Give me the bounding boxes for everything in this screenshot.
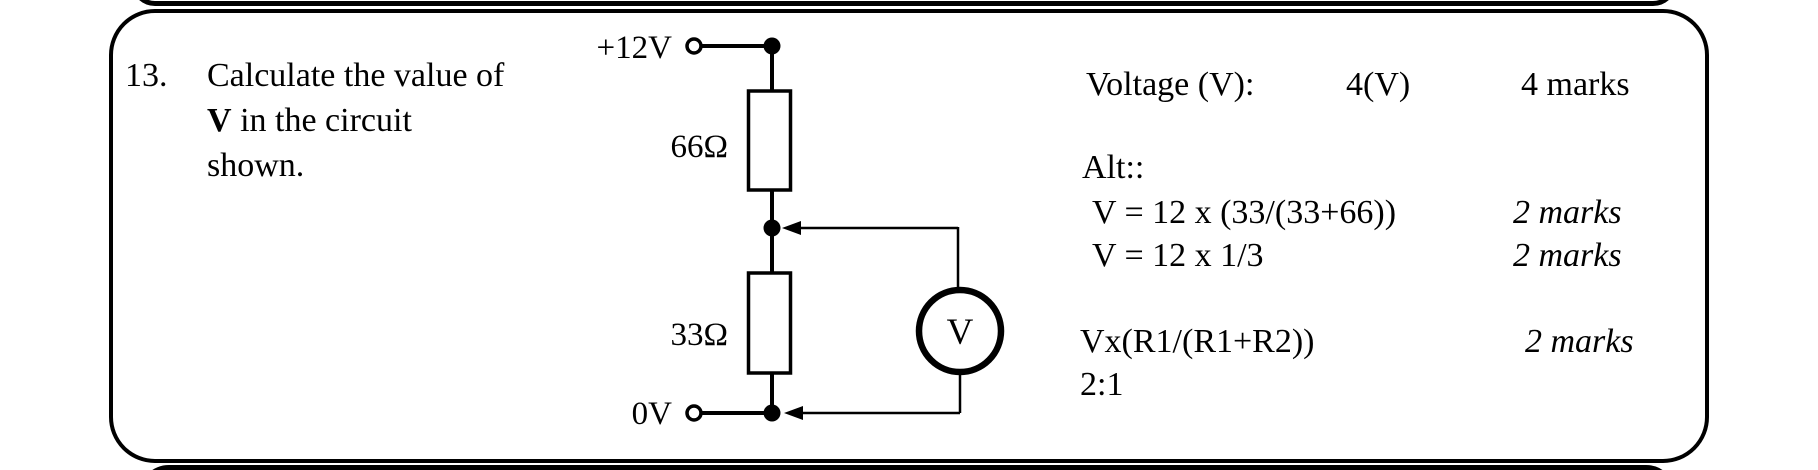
top-terminal-icon [685, 37, 703, 55]
resistor-r1-label: 66Ω [670, 129, 728, 165]
previous-question-box-edge [131, 0, 1677, 6]
arrowhead-bottom-icon [784, 406, 803, 420]
top-terminal-label: +12V [597, 30, 673, 66]
alt-line-1-text: V = 12 x (33/(33+66)) [1092, 194, 1397, 231]
question-line-3: shown. [207, 147, 305, 184]
junction-dot-middle [763, 219, 781, 237]
question-line-2: V in the circuit [207, 98, 504, 143]
question-number: 13. [125, 57, 168, 94]
formula-marks: 2 marks [1525, 323, 1634, 360]
question-line-2-rest: in the circuit [231, 102, 412, 139]
answer-marks: 4 marks [1521, 66, 1630, 103]
bottom-terminal-label: 0V [632, 396, 673, 432]
resistor-r1-icon [746, 89, 793, 192]
circuit-diagram: +12V 66Ω V 33Ω 0V [597, 30, 1005, 432]
answer-value: 4(V) [1346, 66, 1411, 103]
ratio-text: 2:1 [1080, 366, 1124, 403]
question-text: 13. Calculate the value of V in the circ… [125, 53, 504, 188]
resistor-r2-icon [746, 271, 793, 375]
question-body: Calculate the value of V in the circuit … [207, 53, 504, 188]
alt-line-2-marks: 2 marks [1513, 237, 1622, 274]
question-line-1: Calculate the value of [207, 57, 505, 94]
arrowhead-middle-icon [782, 221, 801, 235]
variable-v: V [207, 102, 232, 139]
voltmeter-label: V [947, 312, 974, 353]
formula-text: Vx(R1/(R1+R2)) [1080, 323, 1315, 360]
question-box [109, 9, 1709, 463]
bottom-terminal-icon [685, 404, 703, 422]
next-question-box-edge [139, 465, 1676, 470]
alt-line-2-text: V = 12 x 1/3 [1092, 237, 1264, 274]
answer-label: Voltage (V): [1086, 66, 1255, 103]
alt-heading: Alt:: [1082, 149, 1145, 186]
resistor-r2-label: 33Ω [670, 317, 728, 353]
alt-line-1-marks: 2 marks [1513, 194, 1622, 231]
